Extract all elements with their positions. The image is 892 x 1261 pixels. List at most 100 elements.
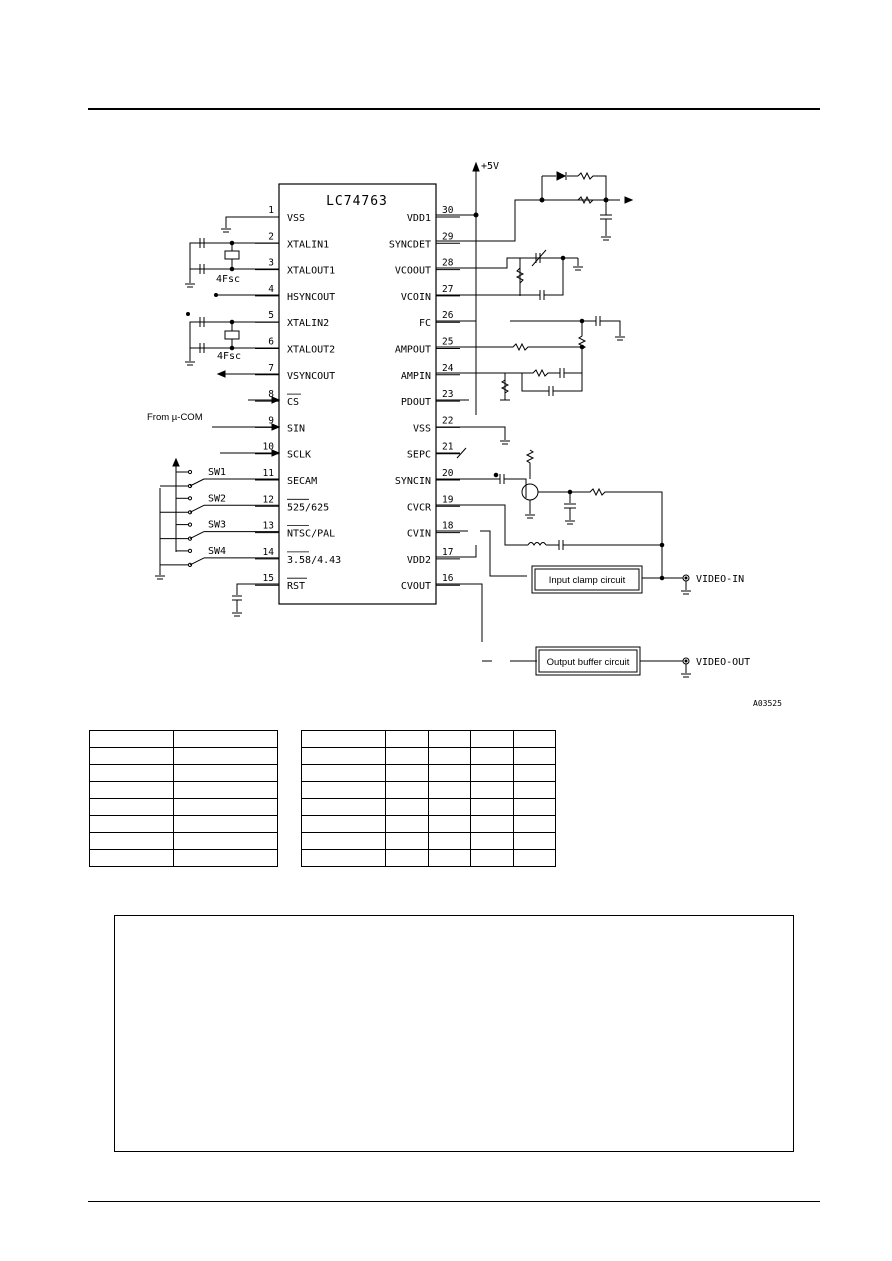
left-pin-number: 7 (268, 363, 274, 374)
table-cell (470, 730, 514, 748)
note-box (114, 915, 794, 1152)
table-cell (512, 764, 556, 782)
switch-label: SW3 (208, 520, 226, 531)
left-pin-number: 4 (268, 284, 274, 295)
table-cell (470, 832, 514, 850)
table-cell (88, 764, 175, 782)
left-pin-number: 5 (268, 310, 274, 321)
table-cell (301, 781, 386, 799)
right-pin-label: VCOOUT (395, 266, 431, 277)
table-cell (173, 815, 278, 833)
table-cell (427, 781, 471, 799)
left-pin-number: 8 (268, 389, 274, 400)
table-cell (173, 832, 278, 850)
right-pin-number: 28 (442, 258, 454, 269)
figure-code: A03525 (753, 699, 782, 708)
output-buffer-label: Output buffer circuit (547, 657, 630, 668)
table-cell (427, 815, 471, 833)
left-table (88, 730, 278, 867)
table-cell (88, 781, 175, 799)
table-cell (470, 764, 514, 782)
crystal1-label: 4Fsc (216, 274, 240, 285)
right-pin-number: 16 (442, 573, 454, 584)
table-cell (427, 798, 471, 816)
table-cell (173, 764, 278, 782)
table-cell (385, 781, 429, 799)
left-pin-label: NTSC/PAL (287, 529, 335, 540)
right-pin-label: CVCR (407, 502, 432, 513)
left-pin-label: XTALIN2 (287, 318, 329, 329)
application-circuit-diagram: LC74763 1VSS2XTALIN13XTALOUT14HSYNCOUT5X… (147, 161, 782, 708)
left-pin-number: 12 (263, 494, 274, 505)
left-pin-label: SECAM (287, 476, 317, 487)
left-pin-number: 11 (263, 468, 275, 479)
table-cell (173, 849, 278, 867)
right-pin-label: VCOIN (401, 292, 431, 303)
right-pin-label: SEPC (407, 450, 431, 461)
right-pin-label: FC (419, 318, 431, 329)
table-cell (512, 730, 556, 748)
switch-label: SW4 (208, 546, 226, 557)
table-cell (88, 849, 175, 867)
table-cell (427, 832, 471, 850)
left-pin-number: 15 (263, 573, 274, 584)
left-pin-label: SCLK (287, 450, 311, 461)
table-cell (385, 798, 429, 816)
table-cell (470, 798, 514, 816)
left-pin-label: 3.58/4.43 (287, 555, 341, 566)
video-out-label: VIDEO-OUT (696, 657, 750, 668)
right-pin-number: 26 (442, 310, 454, 321)
left-pin-number: 6 (268, 337, 274, 348)
table-cell (512, 815, 556, 833)
right-pin-number: 18 (442, 521, 454, 532)
right-pin-number: 21 (442, 442, 454, 453)
right-pin-label: SYNCDET (389, 239, 431, 250)
left-pin-label: XTALOUT2 (287, 345, 335, 356)
table-cell (301, 798, 386, 816)
table-cell (512, 849, 556, 867)
left-pin-group: 1VSS2XTALIN13XTALOUT14HSYNCOUT5XTALIN26X… (255, 205, 341, 592)
table-cell (470, 747, 514, 765)
table-cell (385, 815, 429, 833)
table-cell (470, 815, 514, 833)
right-pin-number: 27 (442, 284, 453, 295)
table-cell (173, 781, 278, 799)
table-cell (301, 730, 386, 748)
right-pin-number: 29 (442, 231, 454, 242)
right-pin-label: CVOUT (401, 581, 431, 592)
right-pin-number: 20 (442, 468, 454, 479)
top-rule (88, 108, 820, 110)
table-cell (301, 747, 386, 765)
right-pin-label: PDOUT (401, 397, 431, 408)
table-cell (385, 832, 429, 850)
right-pin-label: AMPIN (401, 371, 431, 382)
crystal2-label: 4Fsc (217, 351, 241, 362)
table-cell (301, 815, 386, 833)
left-pin-label: VSS (287, 213, 305, 224)
table-cell (427, 849, 471, 867)
table-cell (301, 832, 386, 850)
table-cell (512, 781, 556, 799)
table-cell (427, 764, 471, 782)
left-pin-label: RST (287, 581, 305, 592)
right-pin-label: VDD1 (407, 213, 431, 224)
table-cell (385, 849, 429, 867)
table-cell (470, 849, 514, 867)
table-cell (385, 730, 429, 748)
table-cell (385, 747, 429, 765)
right-pin-label: CVIN (407, 529, 431, 540)
table-cell (512, 747, 556, 765)
right-pin-number: 23 (442, 389, 453, 400)
left-pin-number: 14 (263, 547, 275, 558)
table-cell (301, 764, 386, 782)
right-pin-number: 17 (442, 547, 453, 558)
table-cell (173, 747, 278, 765)
left-pin-number: 2 (268, 231, 274, 242)
switch-label: SW2 (208, 493, 226, 504)
table-cell (88, 815, 175, 833)
right-table (301, 730, 556, 867)
table-cell (173, 798, 278, 816)
left-pin-number: 1 (268, 205, 274, 216)
video-in-label: VIDEO-IN (696, 574, 744, 585)
from-ucom-label: From µ-COM (147, 412, 203, 423)
